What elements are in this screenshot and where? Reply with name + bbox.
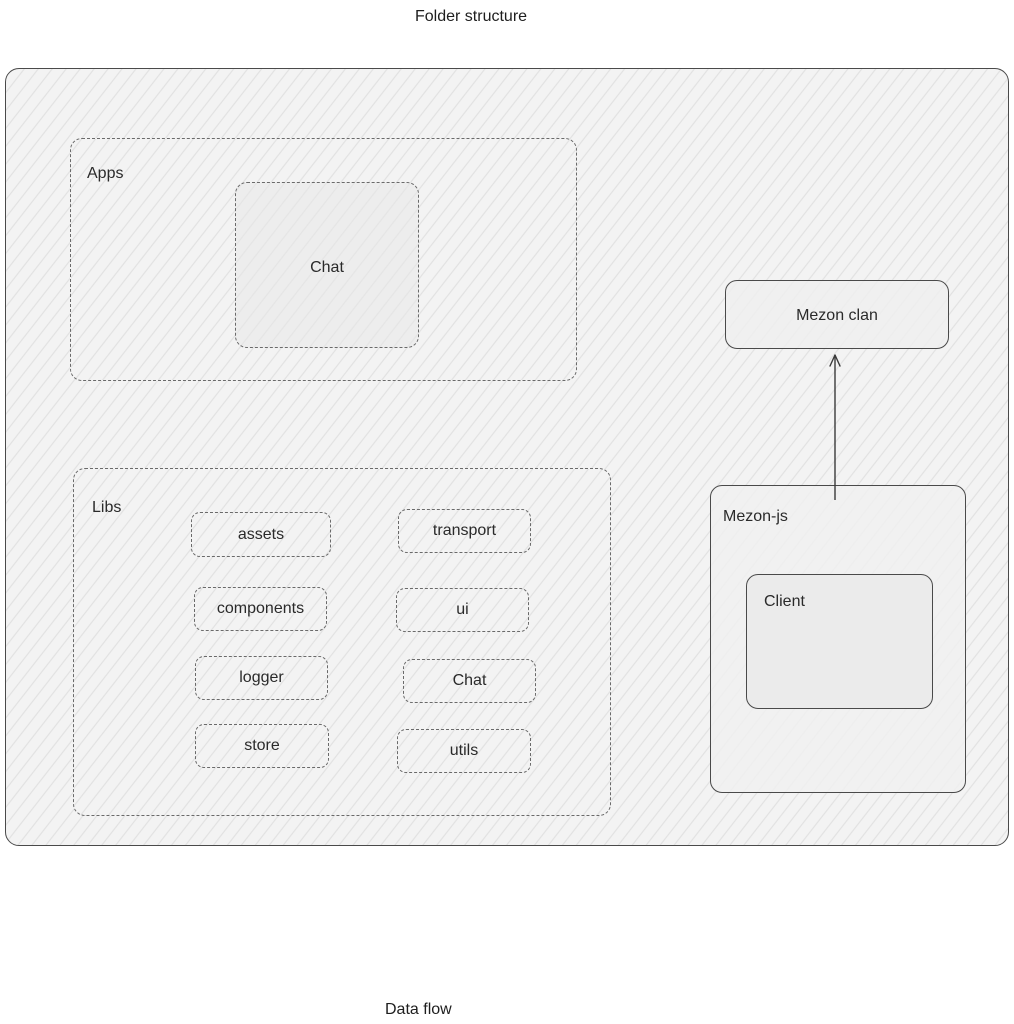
client-label: Client [764,593,805,610]
lib-item-transport: transport [398,509,531,553]
apps-label: Apps [87,165,124,182]
diagram-title: Folder structure [415,8,528,25]
mezon-js-box: Mezon-js Client [710,485,966,793]
lib-item-ui: ui [396,588,529,632]
apps-chat-label: Chat [310,259,344,276]
data-flow-caption: Data flow [385,1001,452,1018]
lib-item-assets: assets [191,512,331,557]
lib-item-components: components [194,587,327,631]
apps-chat-box: Chat [235,182,419,348]
libs-group: Libs [73,468,611,816]
mezon-clan-box: Mezon clan [725,280,949,349]
lib-item-store: store [195,724,329,768]
apps-group: Apps Chat [70,138,577,381]
lib-item-chat: Chat [403,659,536,703]
lib-item-logger: logger [195,656,328,700]
lib-item-utils: utils [397,729,531,773]
libs-label: Libs [92,499,122,516]
mezon-clan-label: Mezon clan [796,307,878,324]
client-box: Client [746,574,933,709]
mezon-js-label: Mezon-js [723,508,788,525]
